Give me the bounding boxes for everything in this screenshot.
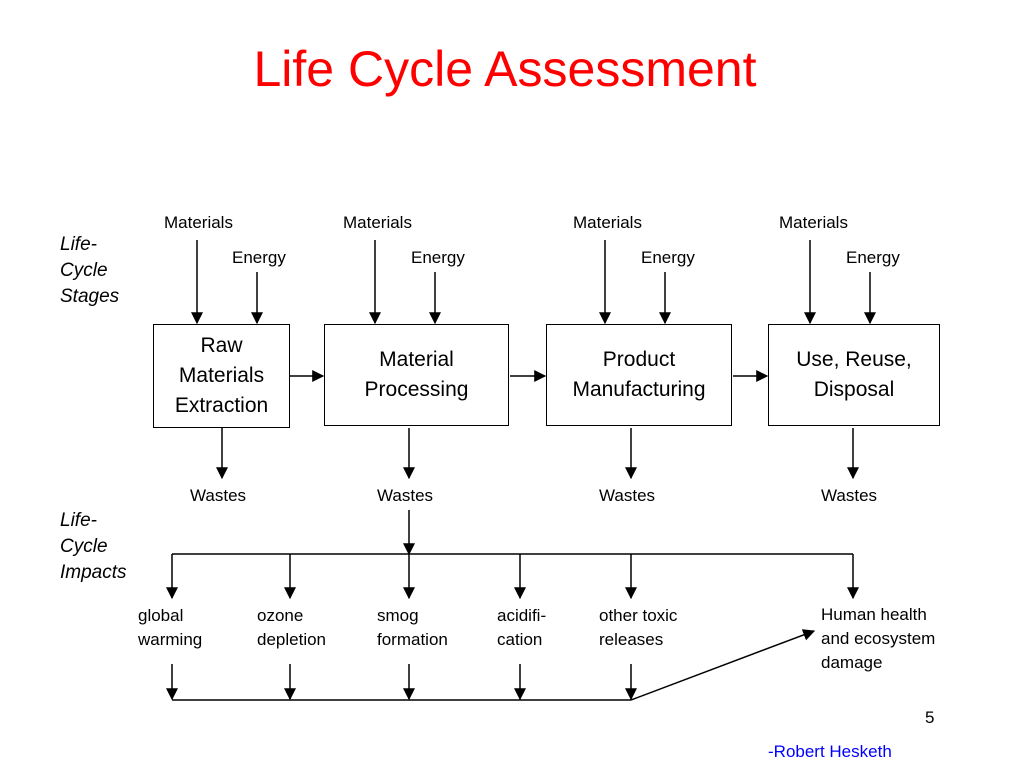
impact-2-line-1: ozone [257, 606, 304, 625]
stage-4-line-1: Use, Reuse, [796, 348, 912, 371]
materials-label-1: Materials [164, 213, 233, 232]
author-credit: -Robert Hesketh [768, 742, 892, 761]
impact-smog-formation: smog formation [377, 604, 448, 652]
impact-5-line-2: releases [599, 630, 664, 649]
stage-1-line-3: Extraction [174, 394, 269, 417]
wastes-label-2: Wastes [377, 486, 434, 505]
stage-box-raw-materials-extraction: Raw Materials Extraction [153, 324, 290, 428]
impacts-label-line-1: Life- [60, 510, 97, 531]
final-impact-line-2: and ecosystem [821, 629, 936, 648]
page-number: 5 [925, 708, 935, 727]
impact-1-line-1: global [138, 606, 184, 625]
impact-global-warming: global warming [138, 604, 202, 652]
materials-label-2: Materials [343, 213, 412, 232]
impacts-side-label: Life- Cycle Impacts [60, 508, 127, 586]
wastes-label-1: Wastes [190, 486, 247, 505]
final-impact-line-3: damage [821, 653, 883, 672]
materials-label-3: Materials [573, 213, 642, 232]
stage-2-line-1: Material [379, 348, 454, 371]
final-impact-line-1: Human health [821, 605, 927, 624]
stage-1-line-2: Materials [178, 364, 265, 387]
wastes-label-4: Wastes [821, 486, 878, 505]
stages-label-line-3: Stages [60, 286, 120, 307]
stages-label-line-2: Cycle [60, 260, 108, 281]
impact-1-line-2: warming [138, 630, 203, 649]
impact-5-line-1: other toxic [599, 606, 678, 625]
stage-3-line-1: Product [602, 348, 676, 371]
stages-side-label: Life- Cycle Stages [60, 232, 119, 310]
stage-2-line-2: Processing [364, 378, 469, 401]
energy-label-4: Energy [846, 248, 900, 267]
stage-3-line-2: Manufacturing [572, 378, 706, 401]
slide-title: Life Cycle Assessment [253, 41, 757, 97]
impact-3-line-2: formation [377, 630, 448, 649]
impact-acidification: acidifi- cation [497, 604, 546, 652]
wastes-label-3: Wastes [599, 486, 656, 505]
impacts-label-line-2: Cycle [60, 536, 108, 557]
impact-human-health-ecosystem-damage: Human health and ecosystem damage [821, 603, 935, 675]
stage-4-line-2: Disposal [813, 378, 895, 401]
damage-arrow [630, 629, 816, 701]
stage-1-line-1: Raw [200, 334, 243, 357]
stage-box-material-processing: Material Processing [324, 324, 509, 426]
impact-ozone-depletion: ozone depletion [257, 604, 326, 652]
energy-label-1: Energy [232, 248, 286, 267]
stages-label-line-1: Life- [60, 234, 97, 255]
impact-2-line-2: depletion [257, 630, 327, 649]
stage-box-use-reuse-disposal: Use, Reuse, Disposal [768, 324, 940, 426]
energy-label-3: Energy [641, 248, 695, 267]
impact-other-toxic-releases: other toxic releases [599, 604, 677, 652]
energy-label-2: Energy [411, 248, 465, 267]
impact-4-line-1: acidifi- [497, 606, 547, 625]
impacts-label-line-3: Impacts [60, 562, 127, 583]
stage-box-product-manufacturing: Product Manufacturing [546, 324, 732, 426]
impact-3-line-1: smog [377, 606, 419, 625]
impact-4-line-2: cation [497, 630, 543, 649]
materials-label-4: Materials [779, 213, 848, 232]
